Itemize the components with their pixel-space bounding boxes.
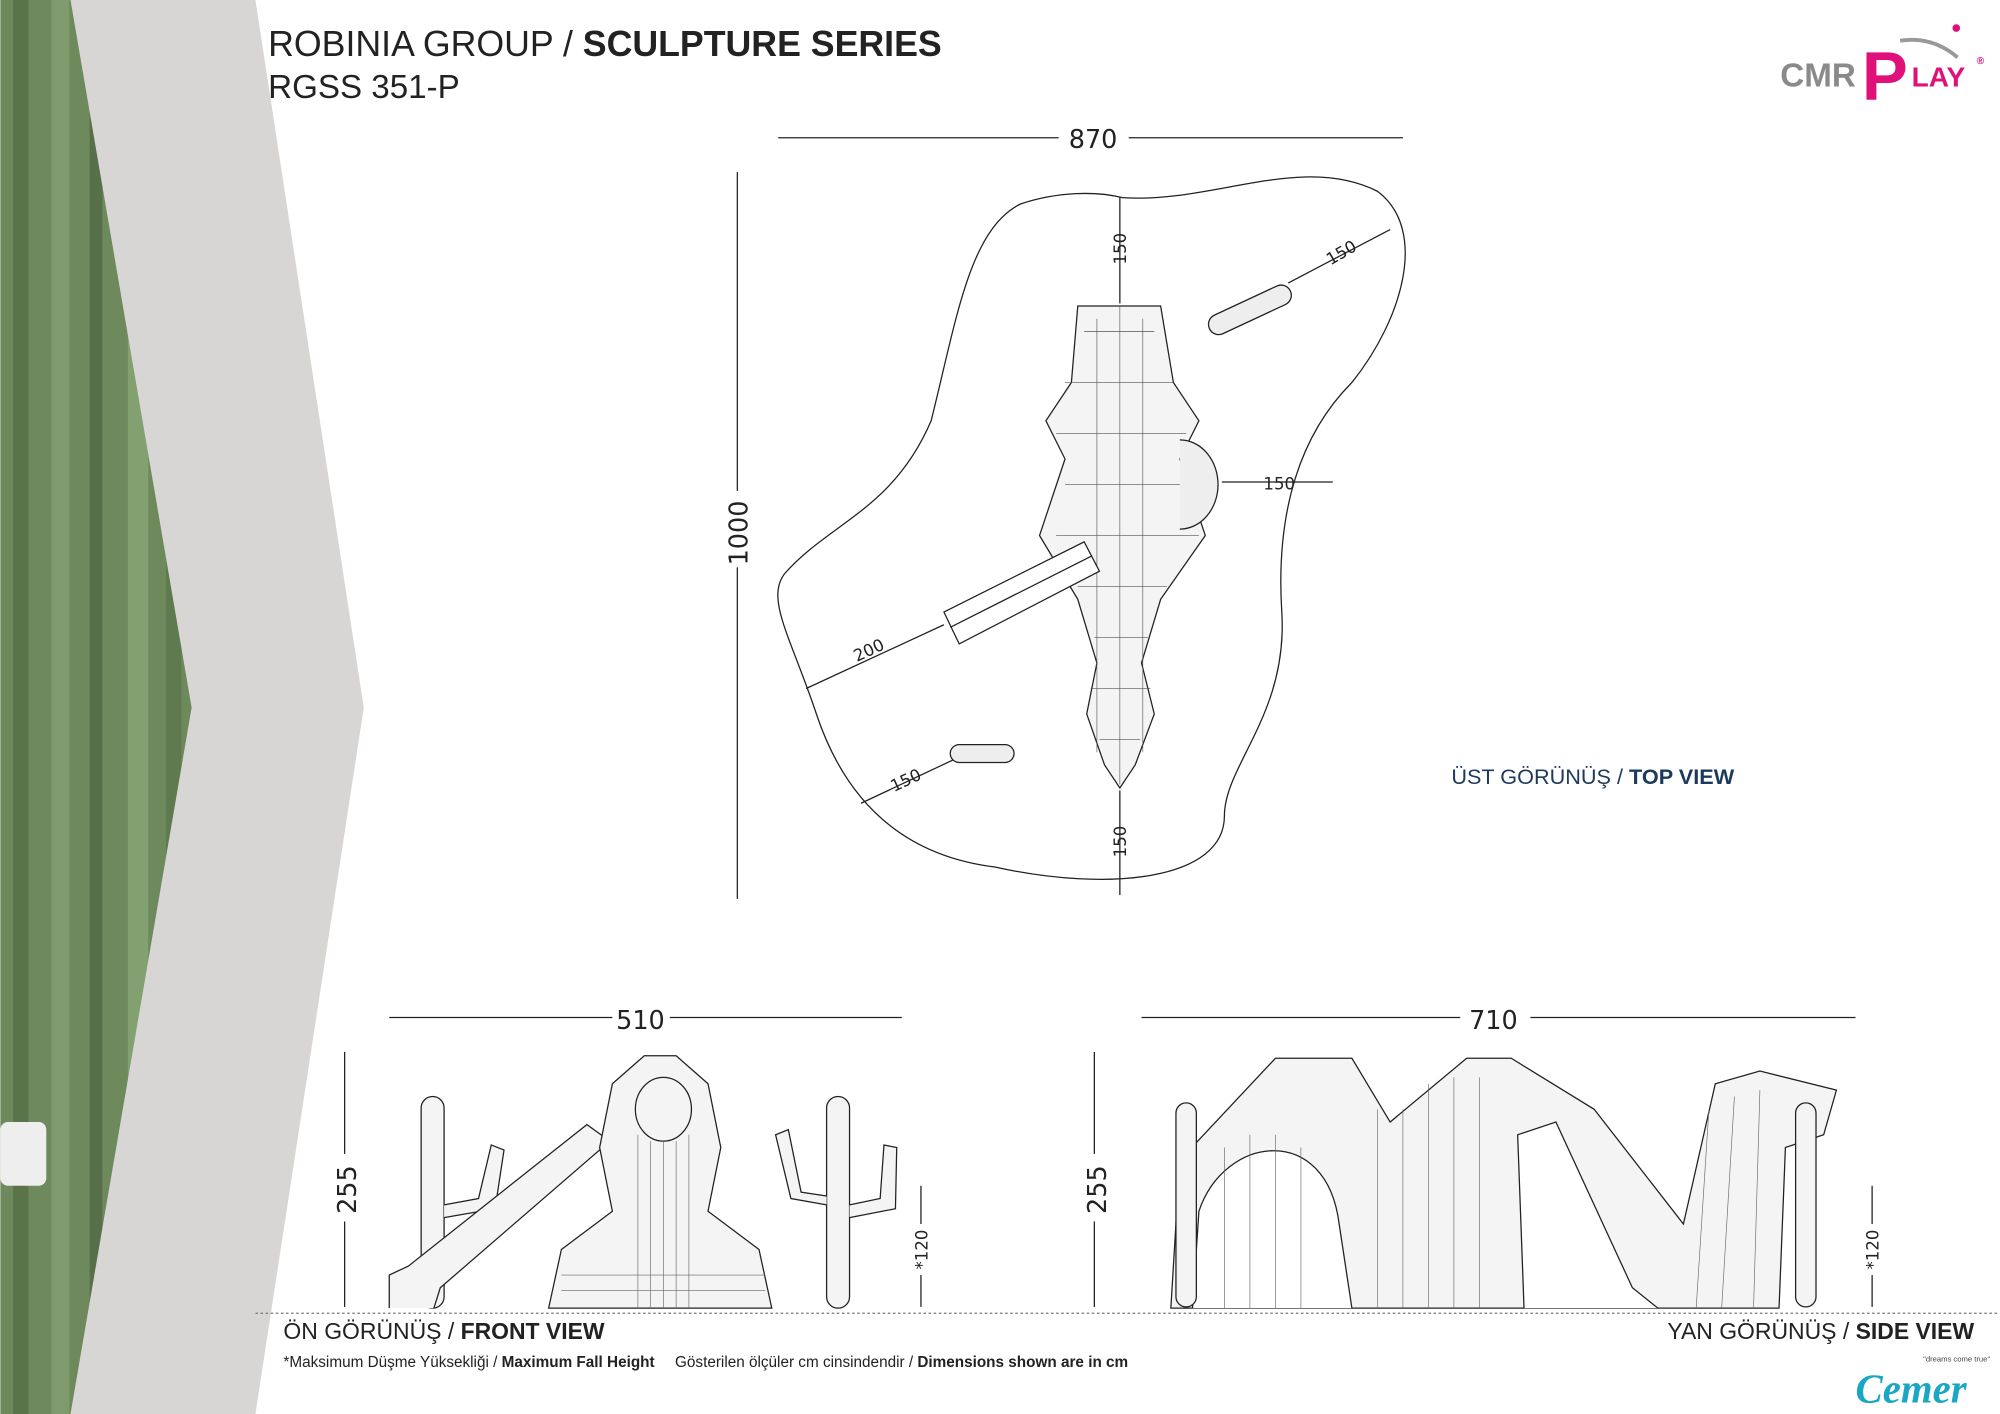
product-code: RGSS 351-P bbox=[268, 69, 460, 106]
svg-text:510: 510 bbox=[616, 1006, 665, 1036]
svg-text:1000: 1000 bbox=[725, 501, 755, 566]
front-view-dimensions: 510 255 *120 bbox=[333, 1006, 931, 1270]
top-view-label: ÜST GÖRÜNÜŞ / TOP VIEW bbox=[1451, 764, 1734, 789]
svg-text:870: 870 bbox=[1069, 125, 1118, 155]
svg-text:LAY: LAY bbox=[1912, 62, 1966, 93]
svg-text:®: ® bbox=[1977, 56, 1985, 67]
svg-text:P: P bbox=[1862, 37, 1908, 114]
svg-text:255: 255 bbox=[1083, 1165, 1113, 1214]
svg-text:150: 150 bbox=[1111, 826, 1130, 858]
side-view bbox=[1093, 1016, 1873, 1309]
svg-text:150: 150 bbox=[1111, 233, 1130, 265]
svg-text:150: 150 bbox=[1263, 475, 1295, 494]
svg-text:255: 255 bbox=[333, 1165, 363, 1214]
side-view-dimensions: 710 255 *120 bbox=[1083, 1006, 1883, 1270]
svg-text:Cemer: Cemer bbox=[1856, 1367, 1968, 1412]
svg-text:*120: *120 bbox=[912, 1230, 931, 1270]
cmr-play-logo: CMR P LAY ® bbox=[1780, 24, 1985, 114]
svg-text:CMR: CMR bbox=[1780, 58, 1856, 95]
front-view bbox=[344, 1016, 922, 1309]
svg-text:*120: *120 bbox=[1863, 1230, 1882, 1270]
header-title: ROBINIA GROUP / SCULPTURE SERIES bbox=[268, 24, 942, 64]
svg-text:710: 710 bbox=[1469, 1006, 1518, 1036]
svg-text:"dreams come true": "dreams come true" bbox=[1923, 1355, 1990, 1364]
front-view-label: ÖN GÖRÜNÜŞ / FRONT VIEW bbox=[283, 1318, 604, 1344]
side-view-label: YAN GÖRÜNÜŞ / SIDE VIEW bbox=[1667, 1318, 1974, 1344]
top-view bbox=[736, 137, 1406, 899]
footnote: *Maksimum Düşme Yüksekliği / Maximum Fal… bbox=[283, 1354, 1128, 1371]
cemer-logo: Cemer "dreams come true" bbox=[1856, 1355, 1991, 1412]
